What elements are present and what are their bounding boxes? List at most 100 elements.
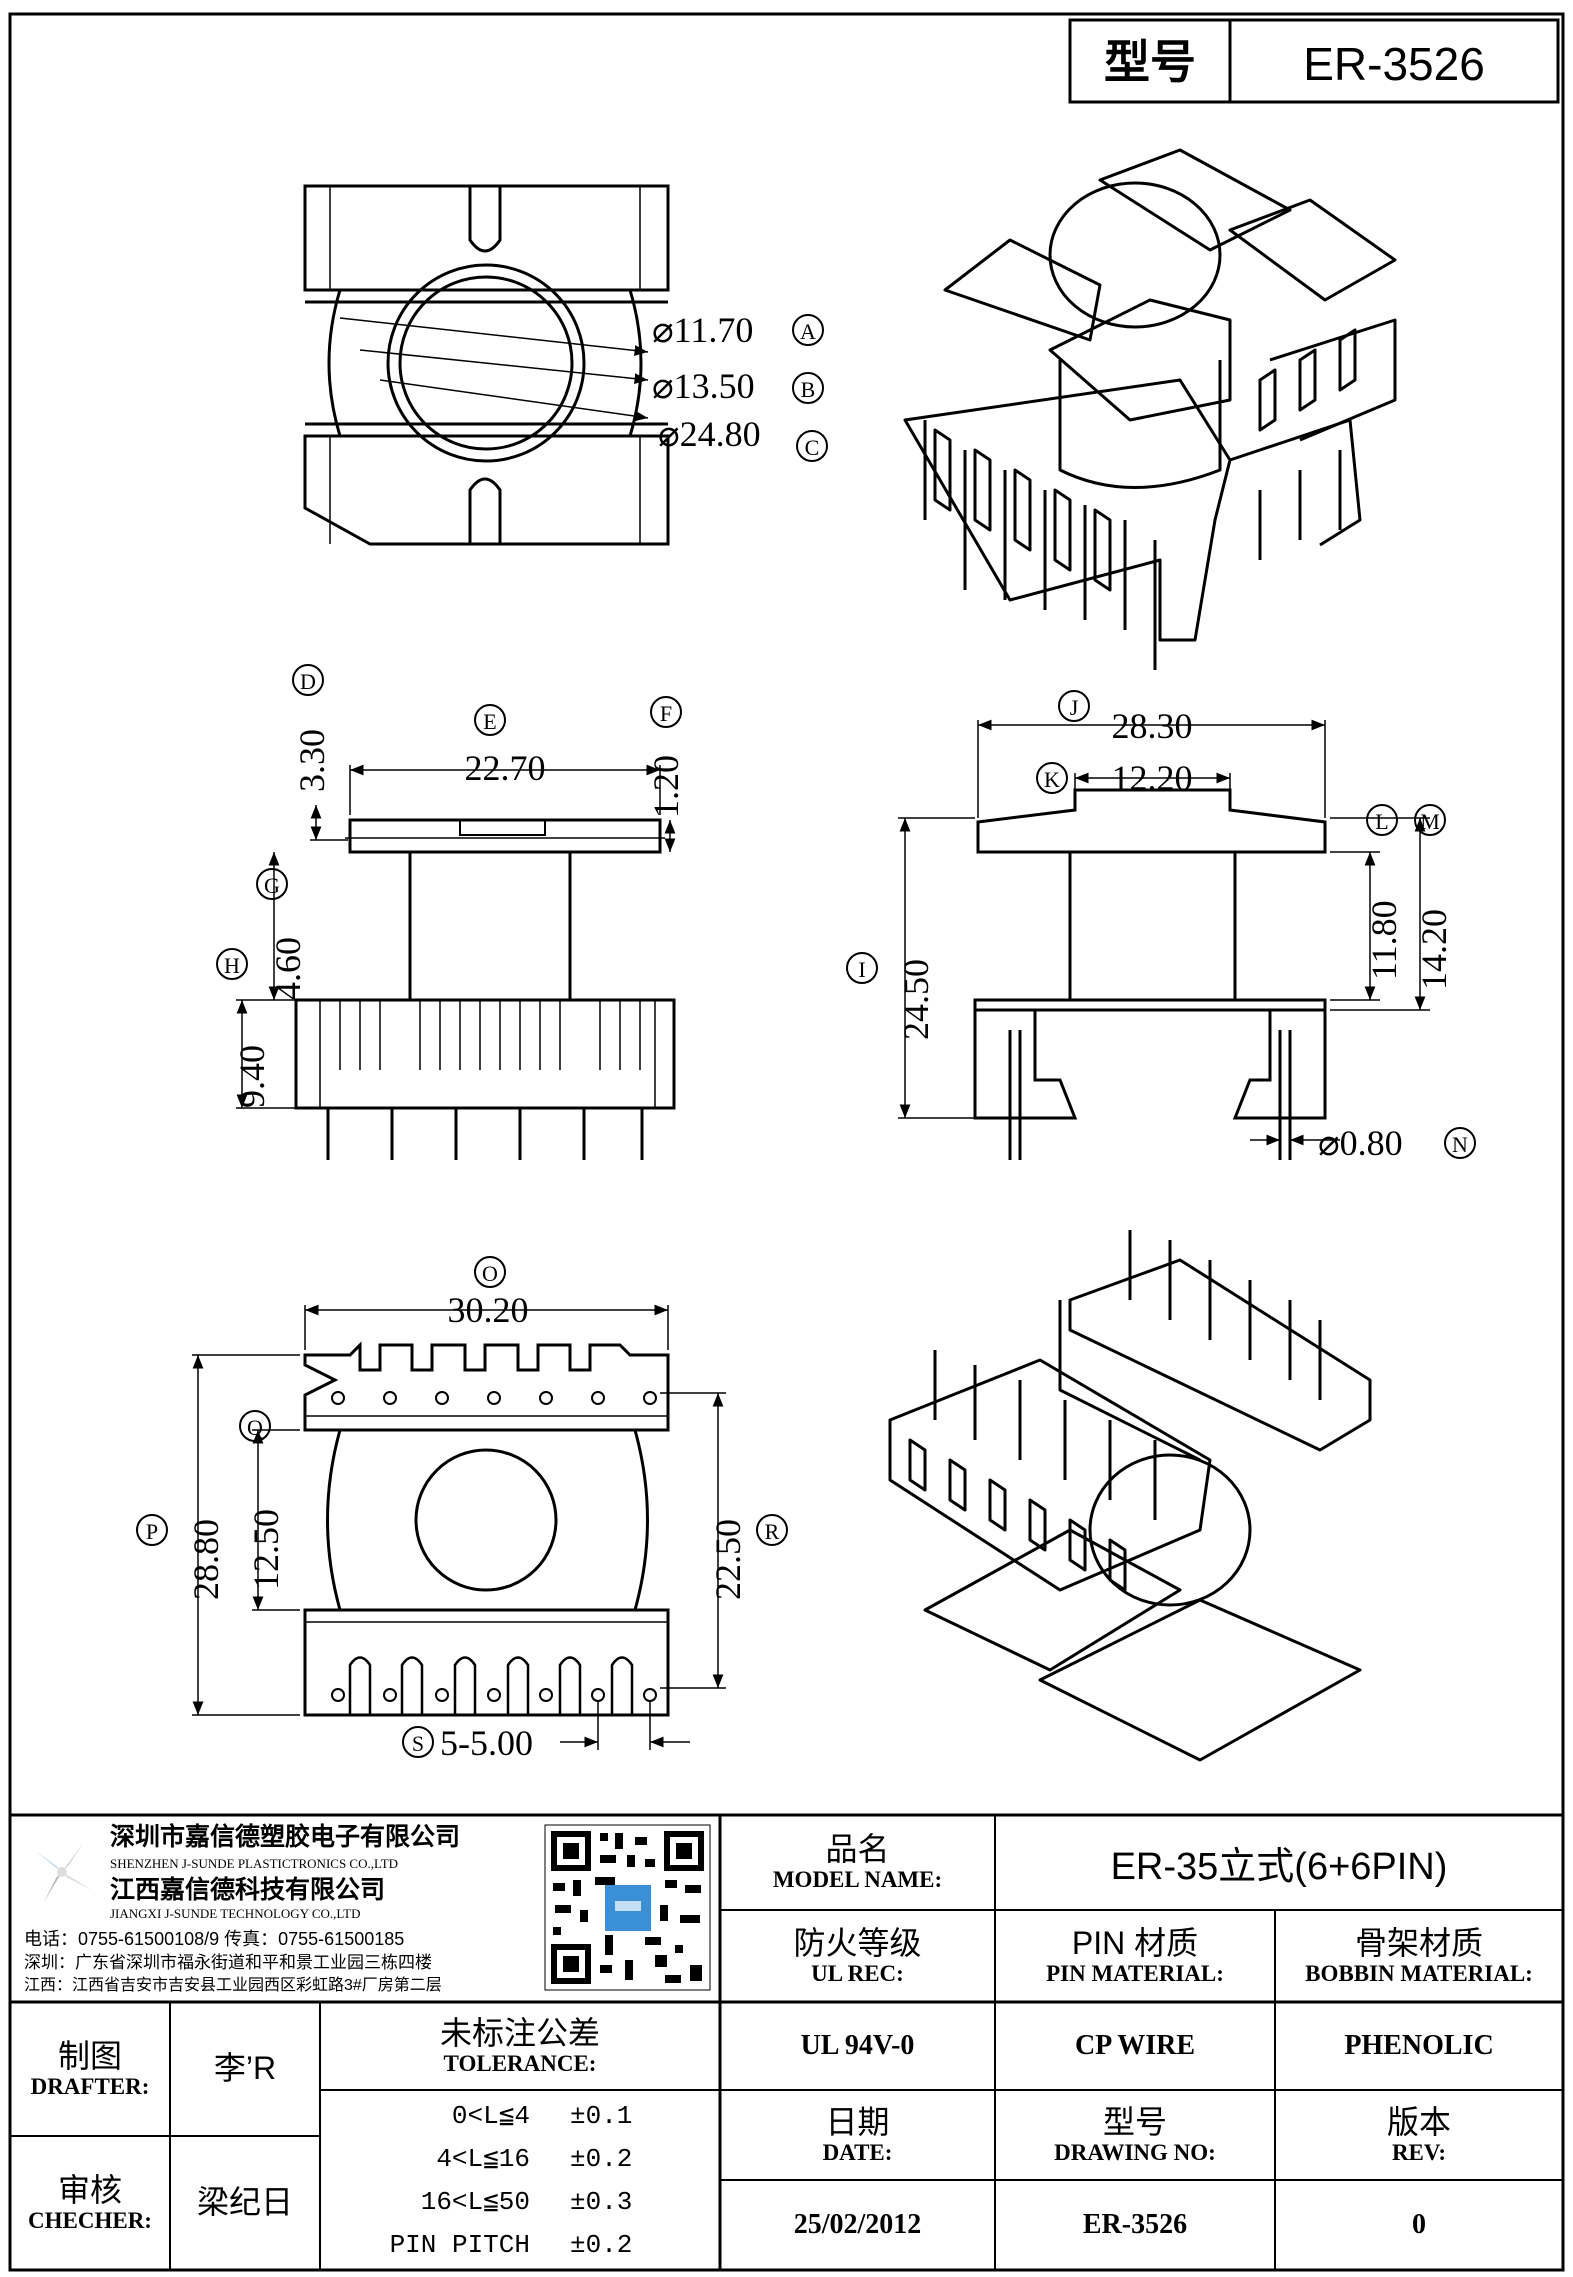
bottom-view — [192, 1304, 726, 1750]
tag-b: B — [801, 377, 816, 402]
date-value: 25/02/2012 — [793, 2209, 922, 2240]
dim-c: ⌀24.80 — [658, 414, 761, 454]
company-logo — [34, 1842, 92, 1902]
tolerance-value: ±0.1 — [570, 2100, 633, 2131]
title-block-grid — [10, 1813, 1563, 2270]
tolerance-range: PIN PITCH — [389, 2229, 530, 2260]
dim-a: ⌀11.70 — [652, 310, 753, 350]
company-name-en: SHENZHEN J-SUNDE PLASTICTRONICS CO.,LTD — [110, 1856, 398, 1871]
dim-m: 14.20 — [1414, 909, 1454, 990]
tolerance-table: 0<L≦4 ±0.1 4<L≦16 ±0.2 16<L≦50 ±0.3 PIN … — [340, 2094, 700, 2266]
bobbin-value: PHENOLIC — [1344, 2030, 1494, 2061]
dim-r: 22.50 — [708, 1519, 748, 1600]
date-cn: 日期 — [825, 2103, 890, 2140]
tag-d: D — [300, 669, 316, 694]
pin-en: PIN MATERIAL: — [1046, 1960, 1224, 1986]
dim-b: ⌀13.50 — [652, 366, 755, 406]
ul-cn: 防火等级 — [793, 1924, 922, 1961]
tag-q: Q — [247, 1415, 263, 1440]
tolerance-row: 16<L≦50 ±0.3 — [340, 2180, 700, 2223]
tolerance-label: 未标注公差 TOLERANCE: — [320, 2002, 720, 2090]
checker-label: 审核 CHECHER: — [10, 2136, 170, 2270]
dim-d: 3.30 — [292, 729, 332, 792]
ul-value-cell: UL 94V-0 — [720, 2002, 995, 2090]
tag-c: C — [805, 435, 820, 460]
tag-h: H — [224, 953, 240, 978]
tag-s: S — [412, 1731, 424, 1756]
dim-i: 24.50 — [896, 959, 936, 1040]
tag-p: P — [146, 1519, 158, 1544]
drawing-value-cell: ER-3526 — [995, 2180, 1275, 2270]
tag-a: A — [800, 319, 816, 344]
bobbin-en: BOBBIN MATERIAL: — [1305, 1960, 1533, 1986]
dim-n: ⌀0.80 — [1318, 1123, 1403, 1163]
pin-material-label: PIN 材质 PIN MATERIAL: — [995, 1910, 1275, 2002]
pin-value: CP WIRE — [1074, 2030, 1196, 2061]
drafter-label: 制图 DRAFTER: — [10, 2002, 170, 2136]
sheet-border — [8, 12, 1565, 2272]
ul-value: UL 94V-0 — [800, 2030, 915, 2061]
company2-name-cn: 江西嘉信德科技有限公司 — [110, 1875, 385, 1904]
tag-m: M — [1420, 809, 1440, 834]
checker-cn: 审核 — [57, 2171, 122, 2208]
tag-n: N — [1452, 1132, 1468, 1157]
model-name-value: ER-35立式(6+6PIN) — [1110, 1846, 1448, 1888]
tag-r: R — [765, 1519, 780, 1544]
tag-o: O — [482, 1261, 498, 1286]
checker-value: 梁纪日 — [196, 2184, 293, 2221]
top-view — [303, 184, 670, 546]
dim-l: 11.80 — [1364, 900, 1404, 980]
dim-p: 28.80 — [186, 1519, 226, 1600]
dim-k: 12.20 — [1112, 758, 1193, 798]
tolerance-row: PIN PITCH ±0.2 — [340, 2223, 700, 2266]
tolerance-range: 0<L≦4 — [451, 2101, 530, 2131]
tag-j: J — [1070, 695, 1079, 720]
date-en: DATE: — [822, 2139, 893, 2165]
tolerance-range: 4<L≦16 — [436, 2144, 530, 2174]
company2-name-en: JIANGXI J-SUNDE TECHNOLOGY CO.,LTD — [110, 1906, 361, 1921]
ul-label: 防火等级 UL REC: — [720, 1910, 995, 2002]
pin-cn: PIN 材质 — [1071, 1924, 1199, 1961]
tolerance-range: 16<L≦50 — [420, 2187, 530, 2217]
checker-value-cell: 梁纪日 — [170, 2136, 320, 2270]
qr-code — [544, 1824, 711, 1991]
bobbin-material-label: 骨架材质 BOBBIN MATERIAL: — [1275, 1910, 1563, 2002]
header-model-label: 型号 — [1104, 36, 1196, 88]
tolerance-en: TOLERANCE: — [443, 2050, 597, 2076]
bobbin-cn: 骨架材质 — [1354, 1924, 1483, 1961]
tag-k: K — [1044, 767, 1060, 792]
tolerance-value: ±0.3 — [570, 2186, 633, 2217]
company-address-jx: 江西：江西省吉安市吉安县工业园西区彩虹路3#厂房第二层 — [24, 1976, 442, 1994]
tag-i: I — [858, 957, 865, 982]
date-label: 日期 DATE: — [720, 2090, 995, 2180]
model-name-value-cell: ER-35立式(6+6PIN) — [995, 1815, 1563, 1910]
drafter-cn: 制图 — [57, 2037, 122, 2074]
pin-value-cell: CP WIRE — [995, 2002, 1275, 2090]
rev-value-cell: 0 — [1275, 2180, 1563, 2270]
date-value-cell: 25/02/2012 — [720, 2180, 995, 2270]
tag-g: G — [264, 873, 280, 898]
drawing-value: ER-3526 — [1082, 2209, 1188, 2240]
dim-g: 4.60 — [268, 937, 308, 1000]
tolerance-value: ±0.2 — [570, 2143, 633, 2174]
model-name-en: MODEL NAME: — [772, 1867, 943, 1893]
rev-cn: 版本 — [1386, 2103, 1451, 2140]
tolerance-row: 4<L≦16 ±0.2 — [340, 2137, 700, 2180]
dim-j: 28.30 — [1112, 706, 1193, 746]
bobbin-value-cell: PHENOLIC — [1275, 2002, 1563, 2090]
isometric-view-bottom — [888, 1230, 1372, 1762]
tag-e: E — [483, 709, 496, 734]
company-address-sz: 深圳：广东省深圳市福永街道和平和景工业园三栋四楼 — [24, 1953, 432, 1972]
isometric-view-top — [903, 148, 1397, 670]
dim-f: 1.20 — [646, 755, 686, 818]
tag-l: L — [1375, 809, 1388, 834]
drawing-cn: 型号 — [1102, 2103, 1167, 2140]
tolerance-cn: 未标注公差 — [439, 2014, 600, 2051]
tolerance-value: ±0.2 — [570, 2229, 633, 2260]
dim-h: 9.40 — [232, 1045, 272, 1108]
dim-s: 5-5.00 — [440, 1723, 533, 1763]
drafter-value-cell: 李’R — [170, 2002, 320, 2136]
front-view — [236, 764, 676, 1160]
rev-value: 0 — [1412, 2209, 1426, 2240]
rev-en: REV: — [1391, 2139, 1447, 2165]
